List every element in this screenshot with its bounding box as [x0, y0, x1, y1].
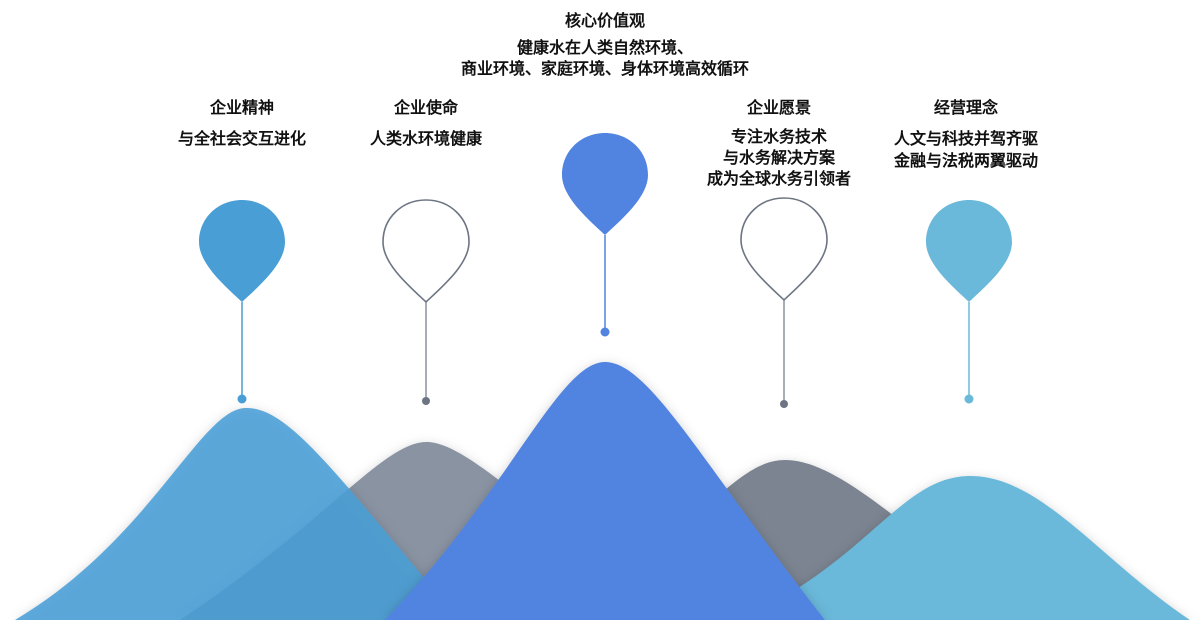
pin-dot	[600, 327, 610, 337]
pin-drop-icon	[199, 200, 285, 302]
pin-core-values	[562, 133, 648, 337]
pin-enterprise-mission	[382, 199, 470, 405]
business-philosophy-line-2: 金融与法税两翼驱动	[893, 151, 1038, 170]
pin-drop-icon	[926, 200, 1012, 302]
business-philosophy-line-1: 人文与科技并驾齐驱	[893, 129, 1038, 148]
enterprise-spirit-title: 企业精神	[209, 98, 274, 117]
pin-dot	[780, 400, 788, 408]
pin-dot	[237, 394, 247, 404]
pin-drop-icon	[562, 133, 648, 235]
enterprise-vision-title: 企业愿景	[746, 98, 811, 117]
mountain-sky-right	[740, 475, 1190, 620]
pin-enterprise-vision	[740, 197, 828, 408]
business-philosophy-title: 经营理念	[933, 98, 998, 117]
mountain-blue-left	[15, 407, 460, 620]
core-values-line-2: 商业环境、家庭环境、身体环境高效循环	[460, 59, 749, 78]
pin-drop-icon	[382, 199, 470, 304]
core-values-line-1: 健康水在人类自然环境、	[516, 38, 693, 57]
pin-business-philosophy	[926, 200, 1012, 404]
pin-drop-icon	[740, 197, 828, 302]
mountain-center	[385, 361, 825, 620]
pin-dot	[422, 397, 430, 405]
enterprise-vision-line-1: 专注水务技术	[730, 127, 827, 146]
pin-enterprise-spirit	[199, 200, 285, 404]
enterprise-mission-line-1: 人类水环境健康	[369, 129, 482, 148]
enterprise-spirit-line-1: 与全社会交互进化	[177, 129, 306, 148]
enterprise-vision-line-2: 与水务解决方案	[722, 148, 835, 167]
enterprise-vision-line-3: 成为全球水务引领者	[706, 169, 851, 188]
enterprise-mission-title: 企业使命	[393, 98, 458, 117]
core-values-title: 核心价值观	[564, 11, 645, 30]
pin-dot	[964, 394, 974, 404]
